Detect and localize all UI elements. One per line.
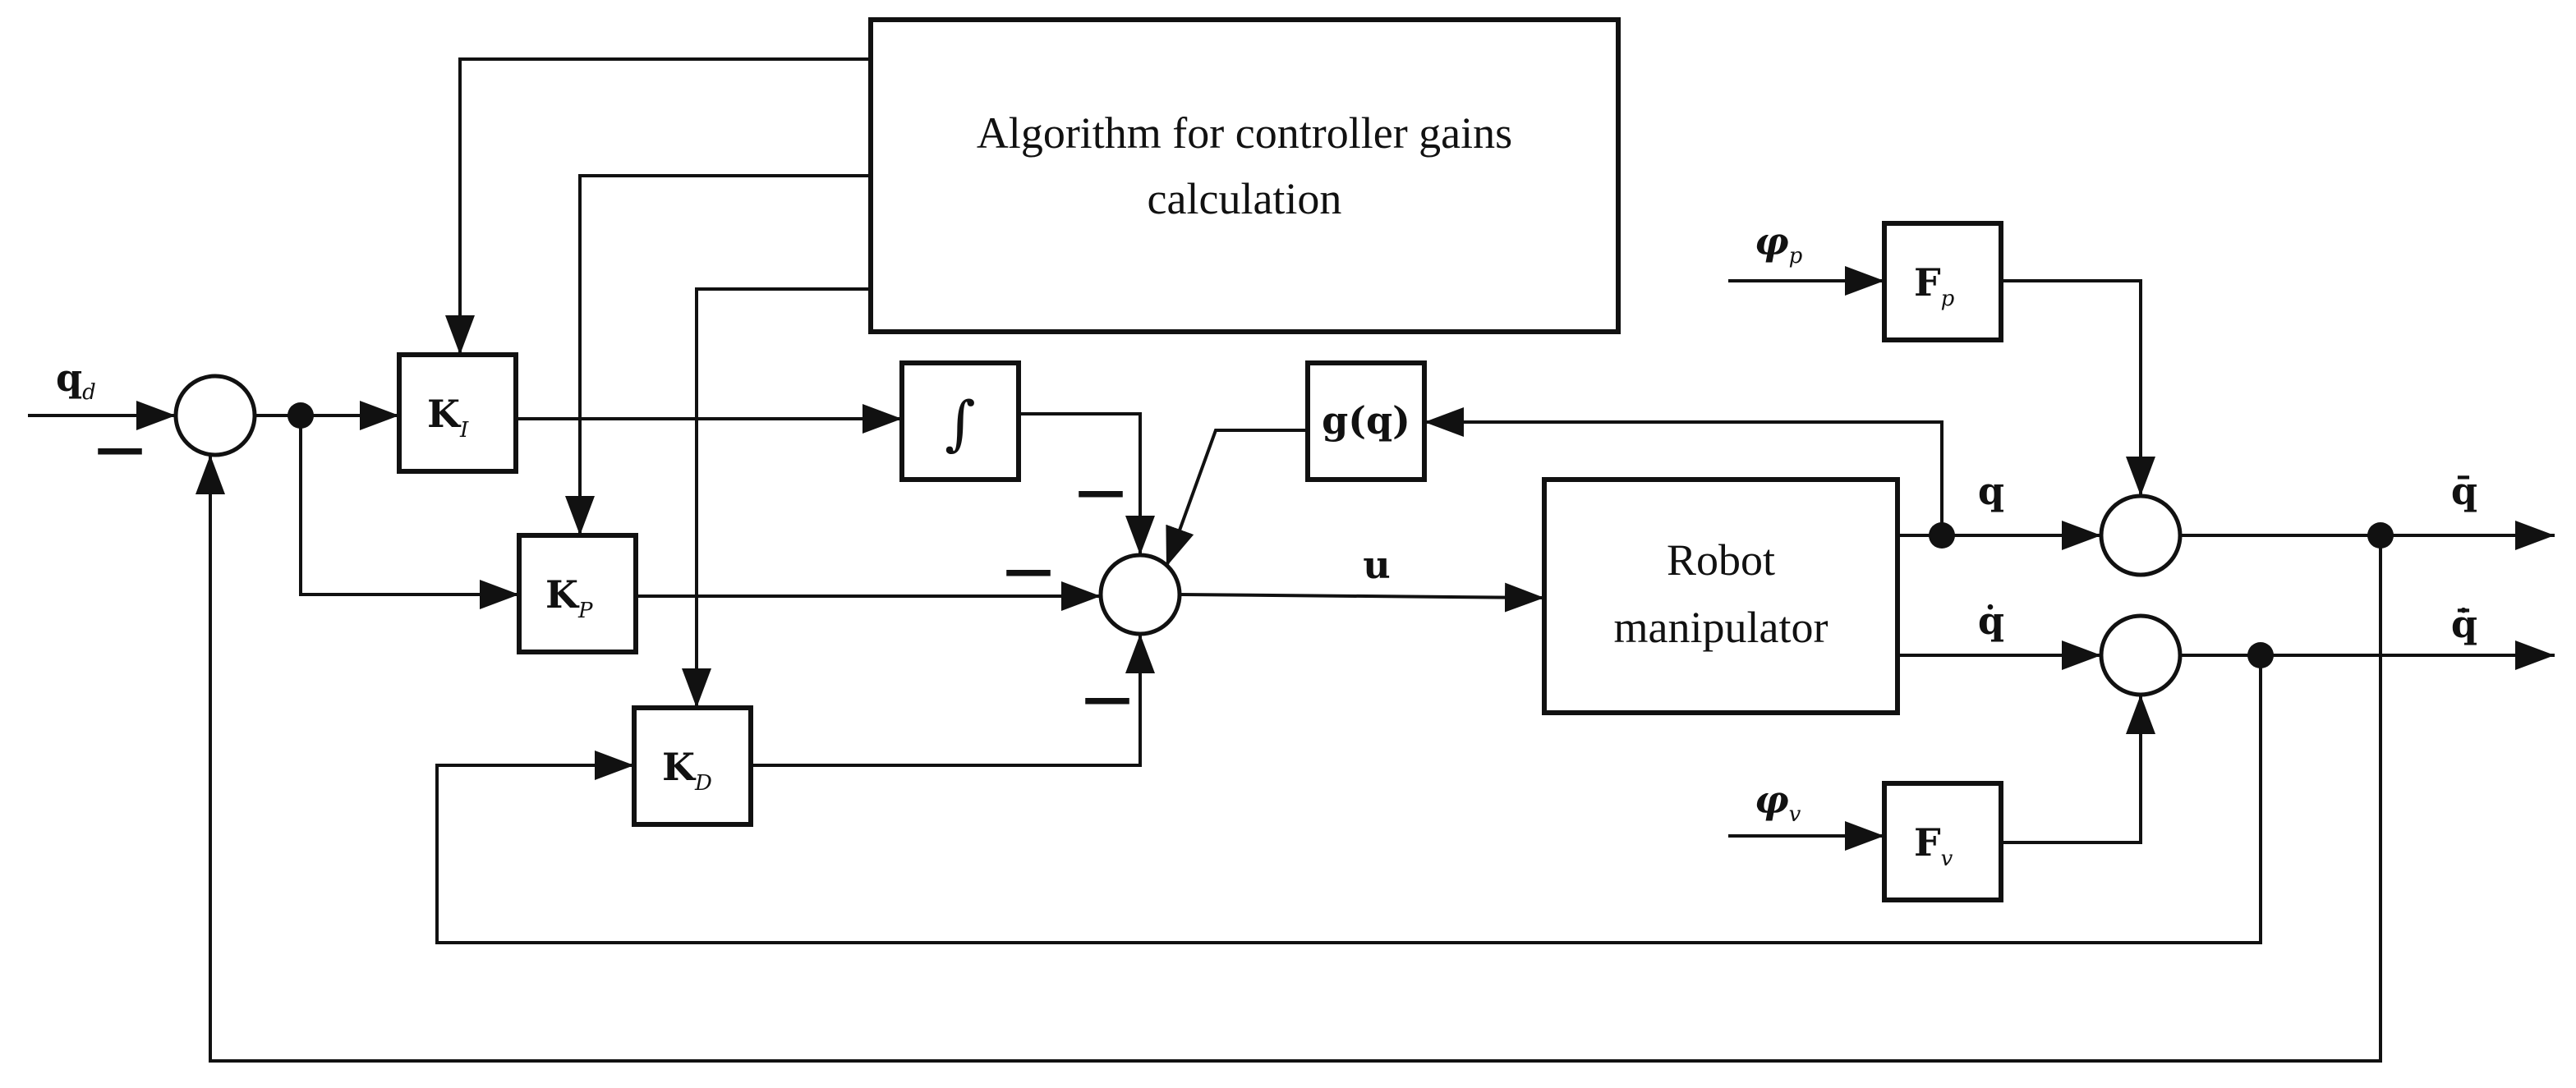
qd-label: qd: [56, 356, 96, 405]
minus-sign-derivative: —: [1083, 669, 1132, 727]
minus-sign-integral: —: [1076, 462, 1125, 520]
kd-label: KD: [662, 745, 712, 796]
fv-label: Fv: [1914, 820, 1953, 871]
phi-v-label: φv: [1755, 778, 1801, 827]
algorithm-block: Algorithm for controller gains calculati…: [868, 17, 1621, 334]
fp-block: Fp: [1882, 221, 2003, 342]
fv-block: Fv: [1882, 781, 2003, 902]
gravity-label: g(q): [1322, 398, 1410, 443]
kp-label: KP: [545, 572, 593, 623]
q-label: q: [1978, 469, 2004, 513]
summing-junction-position: [2099, 494, 2183, 577]
qdot-label: q̇: [1978, 599, 2004, 643]
algorithm-label-line1: Algorithm for controller gains: [977, 108, 1512, 158]
signal-lines: [28, 57, 2555, 1063]
robot-block: Robot manipulator: [1542, 477, 1900, 715]
minus-sign-proportional: —: [1004, 541, 1053, 599]
gravity-block: g(q): [1305, 360, 1427, 482]
phi-p-label: φp: [1755, 219, 1803, 269]
summing-junction-velocity: [2099, 613, 2183, 697]
algorithm-label-line2: calculation: [1148, 174, 1342, 223]
u-label: u: [1363, 543, 1390, 587]
minus-sign-feedback: —: [95, 420, 145, 477]
integral-symbol: ∫: [945, 388, 976, 457]
integral-block: ∫: [899, 360, 1021, 482]
qbar-label: q̄: [2451, 469, 2477, 513]
kp-block: KP: [517, 533, 638, 654]
robot-label-line1: Robot: [1667, 535, 1775, 585]
ki-label: KI: [427, 392, 469, 443]
ki-block: KI: [397, 352, 518, 474]
summing-junction-error: [173, 374, 257, 457]
qbar-dot-label: q̄̇: [2451, 602, 2477, 646]
fp-label: Fp: [1914, 260, 1955, 311]
kd-block: KD: [632, 705, 753, 827]
robot-label-line2: manipulator: [1614, 603, 1828, 652]
